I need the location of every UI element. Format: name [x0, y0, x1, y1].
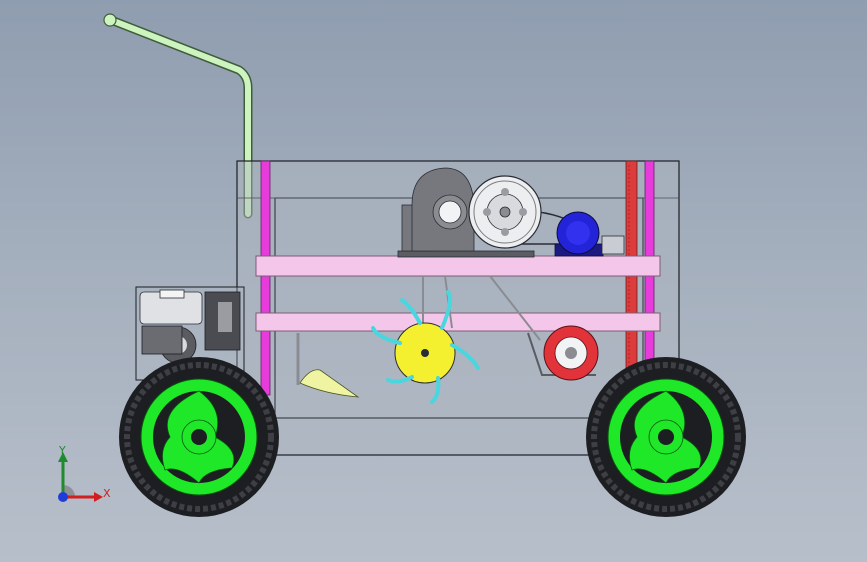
front-wheel[interactable]: [586, 357, 746, 517]
axis-y-label: Y: [59, 444, 66, 457]
tiller-rotor[interactable]: [371, 275, 541, 404]
rear-wheel[interactable]: [119, 357, 279, 517]
gearbox-reducer[interactable]: [397, 167, 535, 258]
axis-triad-icon: [58, 452, 103, 502]
axis-x-label: X: [103, 487, 111, 500]
pink-rails: [255, 255, 661, 332]
pressing-roller[interactable]: [527, 325, 599, 381]
push-handle[interactable]: [103, 13, 253, 219]
furrow-shovel[interactable]: [296, 333, 360, 398]
drive-pulley[interactable]: [468, 175, 574, 249]
electric-motor[interactable]: [554, 211, 625, 257]
